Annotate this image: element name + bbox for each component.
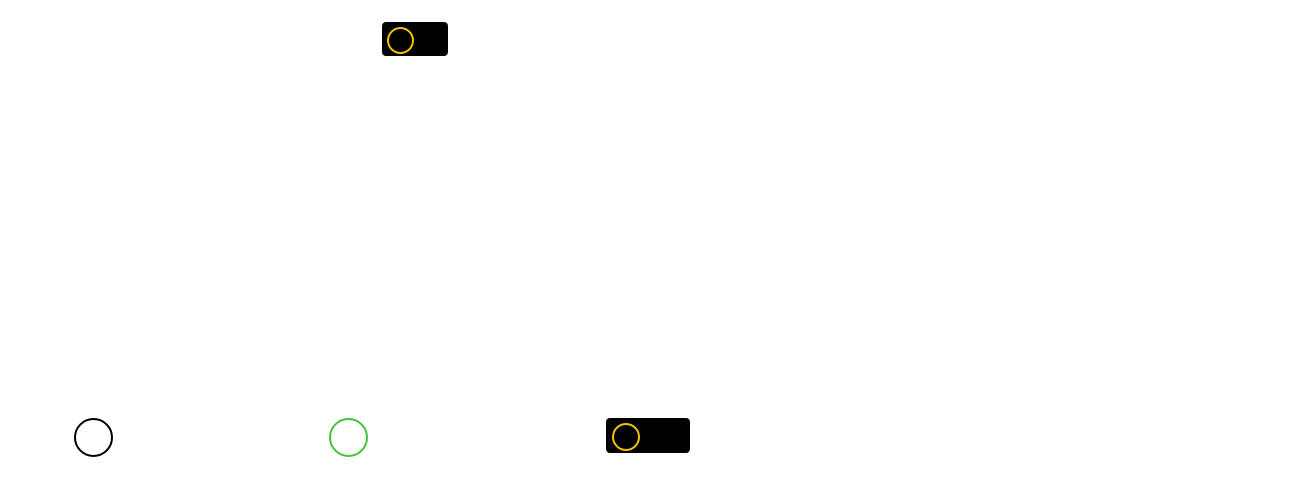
legend-item-planned [329, 418, 379, 457]
biciestacio-logo-legend [606, 418, 690, 453]
biciestacio-logo-top [382, 22, 448, 56]
bicitancat-planned-icon [329, 418, 368, 457]
biciestacio-ring-icon [387, 27, 414, 54]
bicitancat-current-icon [74, 418, 113, 457]
legend-item-biciestacio [606, 418, 701, 453]
legend-item-current [74, 418, 124, 457]
biciestacio-ring-icon [612, 423, 640, 451]
